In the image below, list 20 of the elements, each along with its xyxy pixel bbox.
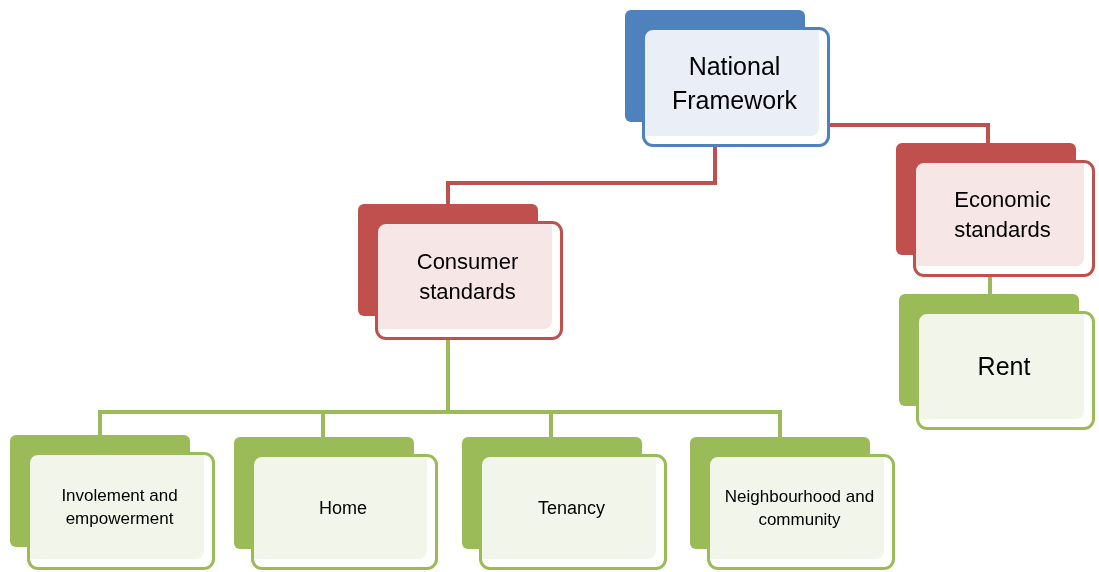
connector-line [830,123,990,143]
box-label: Economic standards [953,186,1052,244]
box-label: Rent [977,351,1031,383]
box-label: Consumer standards [415,248,520,306]
org-box [462,437,667,570]
org-box [358,204,563,340]
connector-line [988,277,992,294]
org-box [234,437,438,570]
connector-line [446,147,717,204]
box-label: Tenancy [537,497,605,521]
org-box [10,435,215,570]
box-label: National Framework [671,50,798,116]
box-label: Involement and empowerment [60,484,179,530]
org-box [899,294,1095,430]
org-box [896,143,1095,277]
org-box [625,10,830,147]
box-label: Home [319,497,367,521]
org-box [690,437,895,570]
box-label: Neighbourhood and community [723,485,876,531]
connector-line [446,340,782,437]
